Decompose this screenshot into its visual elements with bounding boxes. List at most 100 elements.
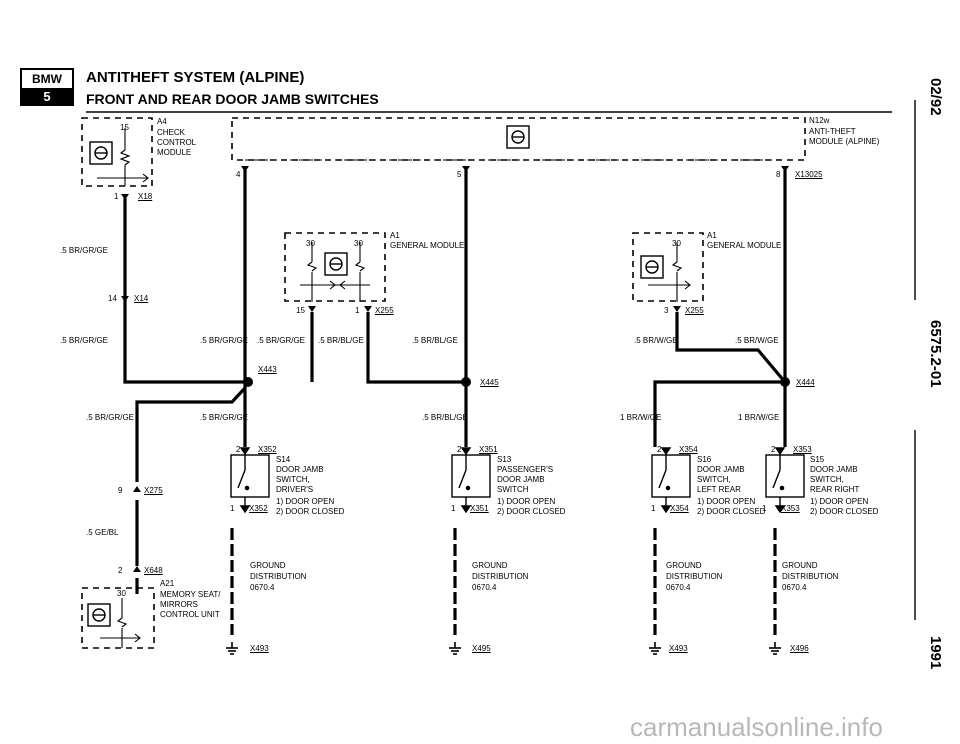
s15-desc1: DOOR JAMB — [810, 465, 858, 474]
s16-pin-top: 2 — [657, 445, 662, 454]
a4-name: CHECK CONTROL MODULE — [157, 128, 196, 157]
splice-x444 — [780, 377, 790, 387]
a1-left-pin-30a: 30 — [306, 239, 315, 248]
s15-conn-bottom: X353 — [781, 504, 800, 513]
a1-right-name: GENERAL MODULE — [707, 241, 782, 250]
a21-pin: 30 — [117, 589, 126, 598]
switch-boxes — [230, 447, 805, 514]
a21-ref: A21 — [160, 579, 175, 588]
ground-3-l3: 0670.4 — [666, 583, 691, 592]
s14-state2: 2) DOOR CLOSED — [276, 507, 345, 516]
wire-label-c: .5 BR/GR/GE — [200, 336, 249, 345]
switch-s14 — [230, 447, 270, 514]
wire-label-n: .5 GE/BL — [86, 528, 119, 537]
s14-conn-top: X352 — [258, 445, 277, 454]
s16-state1: 1) DOOR OPEN — [697, 497, 756, 506]
ground-4-l2: DISTRIBUTION — [782, 572, 839, 581]
page-title: ANTITHEFT SYSTEM (ALPINE) — [86, 69, 305, 86]
s16-ref: S16 — [697, 455, 712, 464]
s16-conn-top: X354 — [679, 445, 698, 454]
s16-state2: 2) DOOR CLOSED — [697, 507, 766, 516]
s13-desc1: PASSENGER'S — [497, 465, 554, 474]
s15-pin-top: 2 — [771, 445, 776, 454]
x255-right-label: X255 — [685, 306, 704, 315]
x444-label: X444 — [796, 378, 815, 387]
s14-pin-top: 2 — [236, 445, 241, 454]
ground-4-l1: GROUND — [782, 561, 818, 570]
a21-box — [81, 587, 155, 649]
splice-x443 — [243, 377, 253, 387]
a4-ref: A4 — [157, 117, 167, 126]
wire-label-l: 1 BR/W/GE — [620, 413, 662, 422]
bmw-logo-brand: BMW — [22, 70, 72, 90]
a1-left-box — [284, 232, 386, 302]
ground-x495 — [449, 642, 461, 655]
wires — [123, 170, 787, 635]
a1-right-pin-30: 30 — [672, 239, 681, 248]
a1-right-ref: A1 — [707, 231, 717, 240]
wire-x443-to-x275 — [135, 386, 247, 482]
date-label: 02/92 — [927, 78, 944, 116]
ground-2-l2: DISTRIBUTION — [472, 572, 529, 581]
x443-label: X443 — [258, 365, 277, 374]
ground-1-l1: GROUND — [250, 561, 286, 570]
ground-3-l2: DISTRIBUTION — [666, 572, 723, 581]
s13-desc3: SWITCH — [497, 485, 529, 494]
splice-x445 — [461, 377, 471, 387]
module-internals — [97, 128, 780, 648]
n12w-pin-8: 8 — [776, 170, 781, 179]
module-symbols — [87, 125, 664, 627]
a1-right-box — [632, 232, 704, 302]
a1-left-ref: A1 — [390, 231, 400, 240]
ground-1-l3: 0670.4 — [250, 583, 275, 592]
s13-pin-bottom: 1 — [451, 504, 456, 513]
a1-right-pin-3: 3 — [664, 306, 669, 315]
s13-ref: S13 — [497, 455, 512, 464]
x275-pin: 9 — [118, 486, 123, 495]
s16-conn-bottom: X354 — [670, 504, 689, 513]
s15-desc3: REAR RIGHT — [810, 485, 860, 494]
ground-1-conn: X493 — [250, 644, 269, 653]
n12w-ref: N12w — [809, 116, 830, 125]
ground-2-l1: GROUND — [472, 561, 508, 570]
wire-label-e: .5 BR/BL/GE — [318, 336, 364, 345]
wire-x444-to-s16 — [653, 380, 785, 447]
s13-state2: 2) DOOR CLOSED — [497, 507, 566, 516]
s13-state1: 1) DOOR OPEN — [497, 497, 556, 506]
a1-left-pin-1: 1 — [355, 306, 360, 315]
page-subtitle: FRONT AND REAR DOOR JAMB SWITCHES — [86, 91, 379, 107]
wire-label-m: 1 BR/W/GE — [738, 413, 780, 422]
wire-label-b: .5 BR/GR/GE — [60, 336, 109, 345]
x255-left-label: X255 — [375, 306, 394, 315]
n12w-name: ANTI-THEFT MODULE (ALPINE) — [809, 127, 880, 146]
a1-left-name: GENERAL MODULE — [390, 241, 465, 250]
s15-pin-bottom: 1 — [762, 504, 767, 513]
wire-label-g: .5 BR/GR/GE — [86, 413, 135, 422]
switch-s13 — [451, 447, 491, 514]
wire-a1-pin1 — [366, 312, 466, 384]
wire-label-h: .5 BR/GR/GE — [200, 413, 249, 422]
watermark: carmanualsonline.info — [630, 712, 883, 742]
page-number: 6575.2-01 — [927, 320, 944, 388]
ground-2-conn: X495 — [472, 644, 491, 653]
s16-desc1: DOOR JAMB — [697, 465, 745, 474]
x18-pin: 1 — [114, 192, 119, 201]
n12w-box — [231, 117, 806, 161]
dashed-boxes — [81, 117, 806, 649]
x648-pin: 2 — [118, 566, 123, 575]
wire-label-d: .5 BR/GR/GE — [257, 336, 306, 345]
wire-x18-to-x443 — [123, 198, 252, 384]
x14-label: X14 — [134, 294, 149, 303]
wire-label-i: .5 BR/BL/GE — [422, 413, 468, 422]
wire-label-j: .5 BR/W/GE — [634, 336, 678, 345]
ground-symbols — [226, 642, 781, 655]
s14-state1: 1) DOOR OPEN — [276, 497, 335, 506]
s14-pin-bottom: 1 — [230, 504, 235, 513]
s14-desc2: SWITCH, — [276, 475, 310, 484]
s15-desc2: SWITCH, — [810, 475, 844, 484]
a4-box — [81, 117, 153, 187]
x18-label: X18 — [138, 192, 153, 201]
s15-conn-top: X353 — [793, 445, 812, 454]
x648-label: X648 — [144, 566, 163, 575]
